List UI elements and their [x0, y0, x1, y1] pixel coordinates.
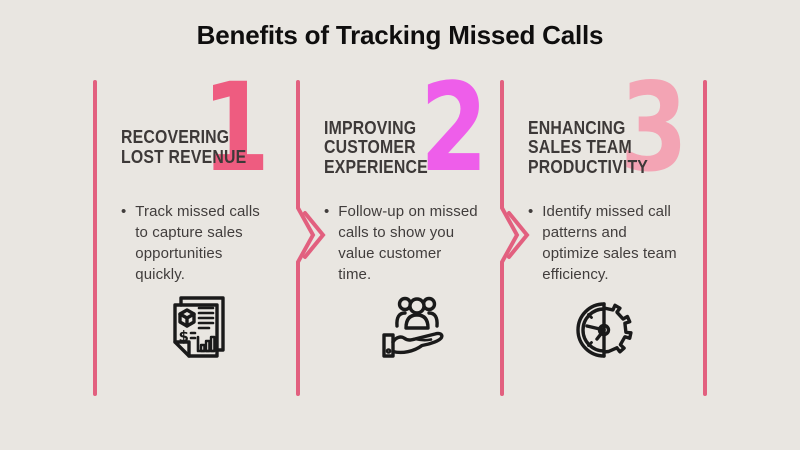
step-heading-3: ENHANCING SALES TEAM PRODUCTIVITY [528, 117, 649, 177]
step-bullet-text-2: Follow-up on missed calls to show you va… [338, 203, 478, 283]
step-heading-2: IMPROVING CUSTOMER EXPERIENCE [324, 117, 428, 177]
step-column-2: 2 IMPROVING CUSTOMER EXPERIENCE • Follow… [298, 57, 501, 400]
chevron-divider-1 [296, 80, 326, 396]
step-number-3: 3 [620, 57, 688, 199]
step-column-3: 3 ENHANCING SALES TEAM PRODUCTIVITY • Id… [502, 57, 705, 400]
step-bullet-item-2: • Follow-up on missed calls to show you … [324, 201, 493, 285]
bullet-marker: • [528, 203, 534, 220]
step-bullet-text-1: Track missed calls to capture sales oppo… [135, 203, 260, 283]
clock-gear-icon [575, 302, 633, 358]
chevron-divider-2 [500, 80, 530, 396]
bullet-marker: • [121, 203, 127, 220]
svg-text:$: $ [178, 328, 188, 346]
financial-report-icon: $ [172, 296, 225, 358]
customer-care-hand-icon [381, 296, 444, 358]
step-number-2: 2 [420, 57, 488, 199]
step-column-1: 1 RECOVERING LOST REVENUE • Track missed… [95, 57, 298, 400]
step-bullet-item-3: • Identify missed call patterns and opti… [528, 201, 697, 285]
step-heading-1: RECOVERING LOST REVENUE [121, 127, 247, 167]
step-bullet-item-1: • Track missed calls to capture sales op… [121, 201, 290, 285]
bullet-marker: • [324, 203, 330, 220]
divider-line-right [703, 80, 707, 396]
divider-line-left [93, 80, 97, 396]
page-title: Benefits of Tracking Missed Calls [196, 20, 604, 50]
step-number-1: 1 [202, 57, 270, 199]
step-bullet-text-3: Identify missed call patterns and optimi… [542, 203, 677, 283]
